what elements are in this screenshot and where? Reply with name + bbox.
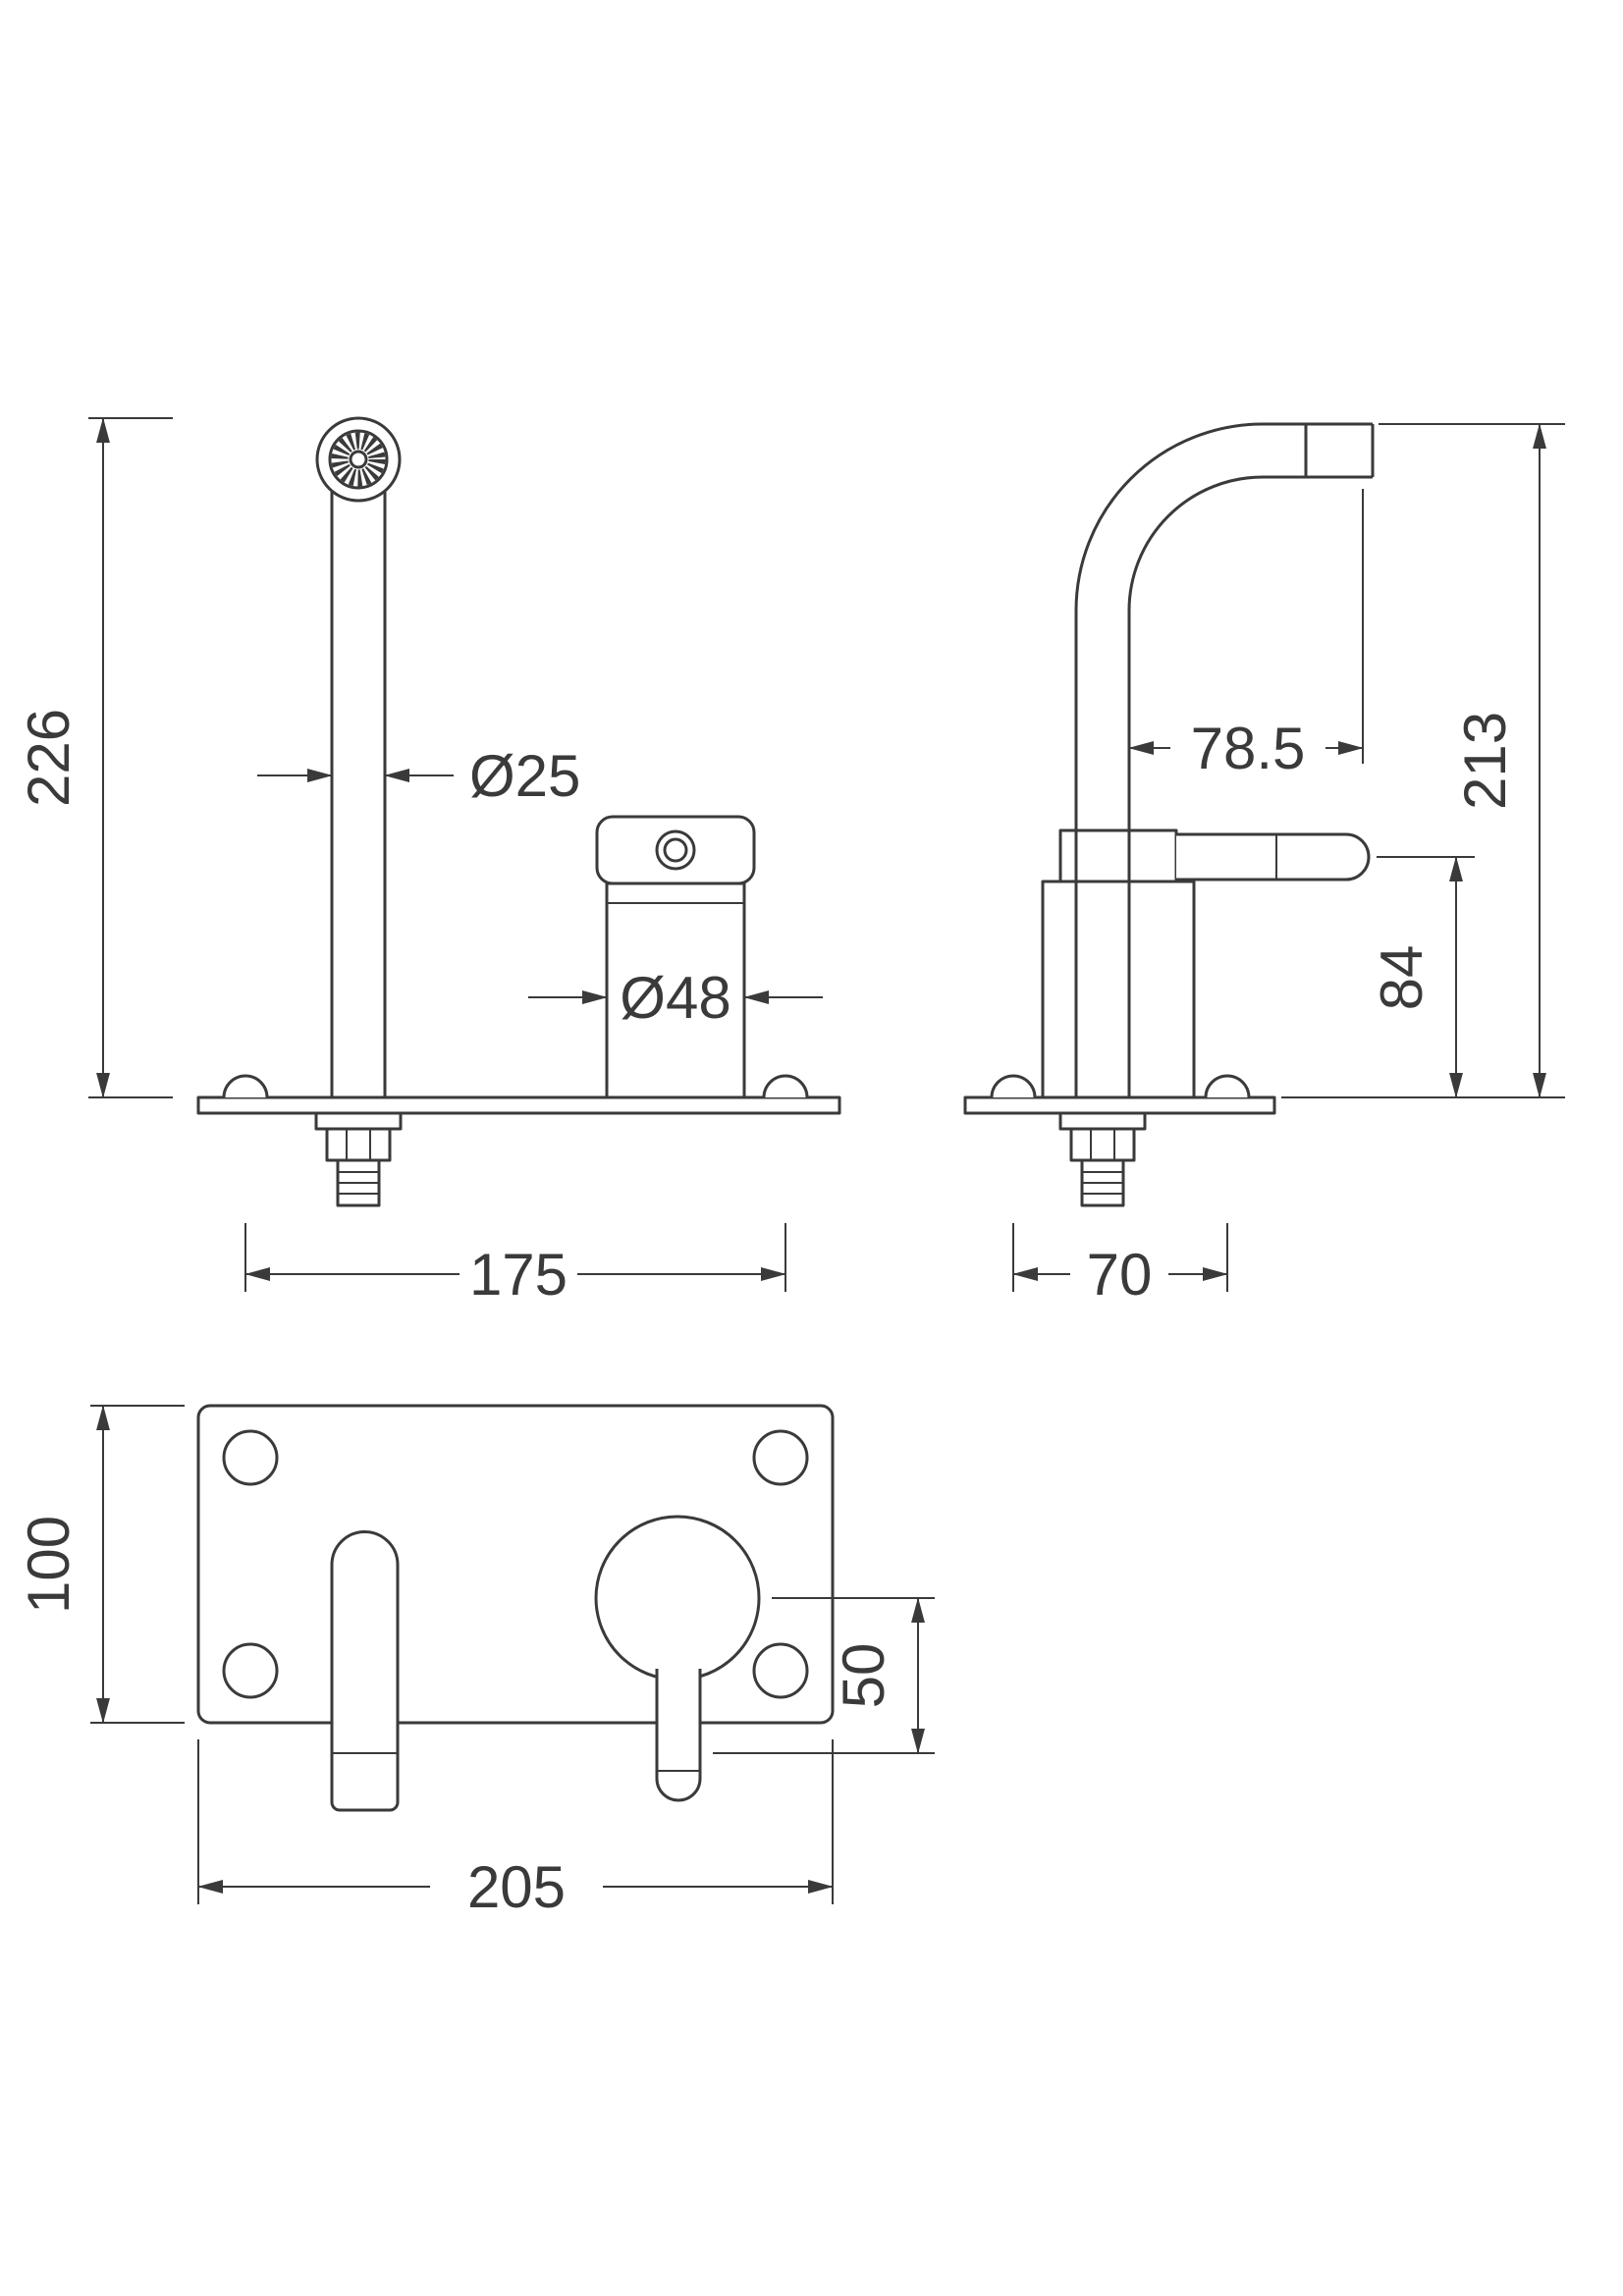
plate [196, 1095, 841, 1115]
dim-front-valve-diameter: Ø48 [528, 965, 823, 1031]
handle-lever [1176, 832, 1371, 881]
handle-lever-plan [655, 1669, 702, 1802]
front-mounting-plate [196, 1074, 841, 1115]
plan-spout [330, 1530, 400, 1812]
spout-tube [330, 457, 387, 1099]
ext-lines [197, 1739, 834, 1904]
dim-side-spout-reach: 78.5 [1128, 489, 1364, 781]
dim-side-mount-spacing: 70 [1012, 1223, 1228, 1308]
handle-bar [595, 815, 756, 885]
handle-screw-inner [663, 837, 688, 863]
front-spout [315, 416, 402, 1099]
front-inlet-shank [314, 1111, 403, 1207]
dim-plan-plate-depth: 100 [16, 1405, 185, 1724]
dim-label-side-height: 213 [1452, 712, 1518, 810]
spout-plan-outline [330, 1530, 400, 1812]
side-inlet-shank [1058, 1111, 1147, 1207]
handle-screw-outer [655, 829, 696, 871]
dim-label-side-spacing: 70 [1087, 1242, 1153, 1308]
screw-dome-right [1204, 1074, 1251, 1098]
ext-line [88, 417, 173, 1098]
side-view: 78.5 213 84 70 [963, 422, 1565, 1308]
dim-label-front-spacing: 175 [469, 1242, 568, 1308]
shank-nut-facets [346, 1129, 371, 1160]
screw-dome-left [990, 1074, 1037, 1098]
mount-hole-bottom-right [752, 1642, 809, 1699]
dim-label-handle-offset: 50 [831, 1643, 896, 1709]
dim-label-valve-diameter: Ø48 [620, 965, 730, 1031]
shank-nut [325, 1127, 392, 1162]
side-handle [1041, 828, 1371, 1099]
dim-front-overall-height: 226 [16, 417, 173, 1098]
shank-threads [1082, 1171, 1123, 1195]
screw-dome-left [222, 1074, 269, 1098]
valve-body-side [1041, 880, 1196, 1099]
side-mounting-plate [963, 1074, 1276, 1115]
spout-outer-profile [1074, 422, 1373, 1097]
plate [963, 1095, 1276, 1115]
dim-side-handle-height: 84 [1369, 856, 1475, 1098]
ext-lines [713, 1597, 935, 1754]
ext-lines [90, 1405, 185, 1724]
handle-hub [1058, 828, 1178, 883]
dim-label-plate-width: 205 [467, 1854, 566, 1920]
dim-label-handle-height: 84 [1369, 945, 1434, 1011]
dim-plan-plate-width: 205 [197, 1739, 834, 1920]
shank-threads [338, 1171, 379, 1195]
shank-collar [314, 1111, 403, 1131]
side-spout [1074, 422, 1375, 1097]
front-view: 226 Ø25 Ø48 175 [16, 416, 841, 1308]
shank-nut-facets [1090, 1129, 1115, 1160]
shank-nut [1069, 1127, 1136, 1162]
plan-view: 100 50 205 [16, 1404, 935, 1920]
screw-dome-right [762, 1074, 809, 1098]
dim-label-plate-depth: 100 [16, 1516, 81, 1614]
dim-label-spout-reach: 78.5 [1191, 716, 1306, 781]
aerator-center [349, 450, 368, 469]
dim-side-overall-height: 213 [1281, 423, 1565, 1098]
mount-hole-bottom-left [222, 1642, 279, 1699]
dim-front-mount-spacing: 175 [244, 1223, 786, 1308]
aerator-inner-circle [328, 429, 389, 490]
spout-inner-profile [1127, 475, 1373, 1097]
aerator-knurl [331, 432, 386, 487]
mount-hole-top-right [752, 1429, 809, 1486]
dim-plan-handle-offset: 50 [713, 1597, 935, 1754]
shank-collar [1058, 1111, 1147, 1131]
dim-label-spout-diameter: Ø25 [469, 743, 580, 809]
handle-base-circle [594, 1515, 761, 1682]
plan-handle [594, 1515, 761, 1802]
mount-hole-top-left [222, 1429, 279, 1486]
dim-label-front-height: 226 [16, 709, 81, 807]
front-handle [595, 815, 756, 1099]
dim-front-spout-diameter: Ø25 [257, 743, 580, 809]
